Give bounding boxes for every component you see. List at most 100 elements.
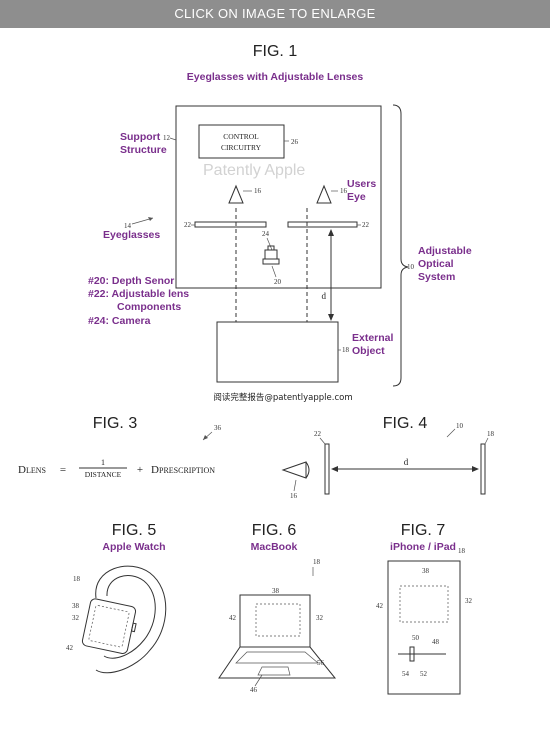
macbook-keyboard <box>235 651 319 664</box>
macbook-lid <box>239 594 311 648</box>
users-eye-label-1: Users <box>347 178 376 190</box>
fig7-ref-50: 50 <box>412 634 420 642</box>
camera-lens <box>267 245 275 251</box>
fig6-ref-18: 18 <box>313 558 321 566</box>
enlarge-banner-text: CLICK ON IMAGE TO ENLARGE <box>174 6 376 21</box>
fig6-title: FIG. 6 <box>252 522 297 539</box>
watch-band-outer <box>95 565 167 674</box>
source-caption: 阅读完整报告@patentlyapple.com <box>213 392 352 403</box>
distance-arrow-head-bottom <box>328 314 334 321</box>
adjustable-label-1: Adjustable <box>418 245 472 257</box>
depth-sensor-component <box>262 258 280 265</box>
fig6-subtitle: MacBook <box>251 541 298 553</box>
fig7: FIG. 7 iPhone / iPad 18 38 42 32 50 48 5… <box>376 522 473 695</box>
ref-26: 26 <box>291 138 299 146</box>
watch-band-inner <box>103 575 156 659</box>
watch-display-region <box>88 605 130 648</box>
iphone-slider-knob <box>409 646 415 662</box>
fig7-ref-52: 52 <box>420 670 428 678</box>
fig4-ref-18: 18 <box>487 430 495 438</box>
iphone-housing <box>387 560 461 695</box>
d-lens-letter: D <box>18 464 26 476</box>
fig4-distance-label: d <box>404 457 409 467</box>
macbook-base <box>218 646 337 679</box>
watch-housing <box>81 598 137 655</box>
watch-body <box>81 598 137 655</box>
fig3-ref-36: 36 <box>214 424 222 432</box>
fig4-ref-10-leader <box>446 428 456 438</box>
macbook-trackpad <box>257 666 291 676</box>
fig6-ref-32: 32 <box>316 614 324 622</box>
fig5-title: FIG. 5 <box>112 522 157 539</box>
fig7-subtitle: iPhone / iPad <box>390 541 456 553</box>
fig6-ref-56: 56 <box>317 659 325 667</box>
external-object-box <box>216 321 339 383</box>
fig4-lens-component <box>324 443 330 495</box>
fig4-eye-lens-curve <box>305 461 310 479</box>
fig4-title: FIG. 4 <box>383 415 428 432</box>
control-circuitry-line1: CONTROL <box>223 132 259 141</box>
fig5-ref-42: 42 <box>66 644 74 652</box>
external-object-label-1: External <box>352 332 394 344</box>
fig7-ref-18: 18 <box>458 547 466 555</box>
ref-24-leader <box>266 237 273 251</box>
ref-14-arrow <box>148 217 153 221</box>
patent-figures: FIG. 1 Eyeglasses with Adjustable Lenses… <box>18 43 495 695</box>
fig1-subtitle: Eyeglasses with Adjustable Lenses <box>187 71 364 83</box>
external-object-label-2: Object <box>352 345 385 357</box>
fraction-denominator: DISTANCE <box>85 470 122 479</box>
right-eye-icon <box>316 184 332 204</box>
d-prescription-letter: D <box>151 464 159 476</box>
ref-12: 12 <box>163 134 171 142</box>
fig6-ref-46: 46 <box>250 686 258 694</box>
fig4-ref-16-leader <box>293 479 297 492</box>
fig7-ref-54: 54 <box>402 670 410 678</box>
iphone-display-region <box>399 585 449 623</box>
fig4: FIG. 4 10 22 18 16 d <box>281 415 495 500</box>
fig6-ref-42: 42 <box>229 614 237 622</box>
ref-16b: 16 <box>340 187 348 195</box>
ref-14: 14 <box>124 222 132 230</box>
right-lens-component <box>287 221 358 228</box>
fig5-ref-18: 18 <box>73 575 81 583</box>
d-prescription-subscript: PRESCRIPTION <box>159 466 215 475</box>
fig1-title: FIG. 1 <box>253 43 298 60</box>
fig7-ref-32: 32 <box>465 597 473 605</box>
ref-12-leader <box>169 137 177 141</box>
adjustable-label-2: Optical <box>418 258 454 270</box>
distance-label-d: d <box>322 291 327 301</box>
fig3-title: FIG. 3 <box>93 415 138 432</box>
watermark: Patently Apple <box>203 162 305 179</box>
legend-camera: #24: Camera <box>88 315 151 327</box>
fig4-eye-icon <box>281 461 307 479</box>
camera-component <box>264 249 278 260</box>
legend-lens-line2: Components <box>117 301 181 313</box>
fig3: FIG. 3 36 D LENS = 1 DISTANCE + D PRESCR… <box>18 415 222 479</box>
control-circuitry-box <box>198 124 285 159</box>
ref-20-leader <box>271 265 277 278</box>
fig3-ref-36-arrow <box>203 435 208 440</box>
ref-24: 24 <box>262 230 270 238</box>
enlarge-banner[interactable]: CLICK ON IMAGE TO ENLARGE <box>0 0 550 28</box>
left-lens-component <box>194 221 267 228</box>
fig4-ref-18-leader <box>484 437 489 445</box>
adjustable-label-3: System <box>418 271 455 283</box>
support-structure-frame <box>175 105 382 289</box>
ref-18: 18 <box>342 346 350 354</box>
fig7-title: FIG. 7 <box>401 522 446 539</box>
fig4-ref-16: 16 <box>290 492 298 500</box>
fig5-ref-32: 32 <box>72 614 80 622</box>
fig7-ref-42: 42 <box>376 602 384 610</box>
fig4-ref-10: 10 <box>456 422 464 430</box>
equals-sign: = <box>60 464 66 476</box>
patent-figure-page: FIG. 1 Eyeglasses with Adjustable Lenses… <box>0 28 550 732</box>
ref-22b: 22 <box>362 221 370 229</box>
fig5-ref-38: 38 <box>72 602 80 610</box>
macbook-display-region <box>255 603 301 637</box>
fig1: FIG. 1 Eyeglasses with Adjustable Lenses… <box>88 43 472 403</box>
fig4-ref-22-leader <box>319 437 326 445</box>
ref-22a: 22 <box>184 221 192 229</box>
ref-10: 10 <box>407 263 415 271</box>
ref-20: 20 <box>274 278 282 286</box>
plus-sign: + <box>137 464 143 476</box>
